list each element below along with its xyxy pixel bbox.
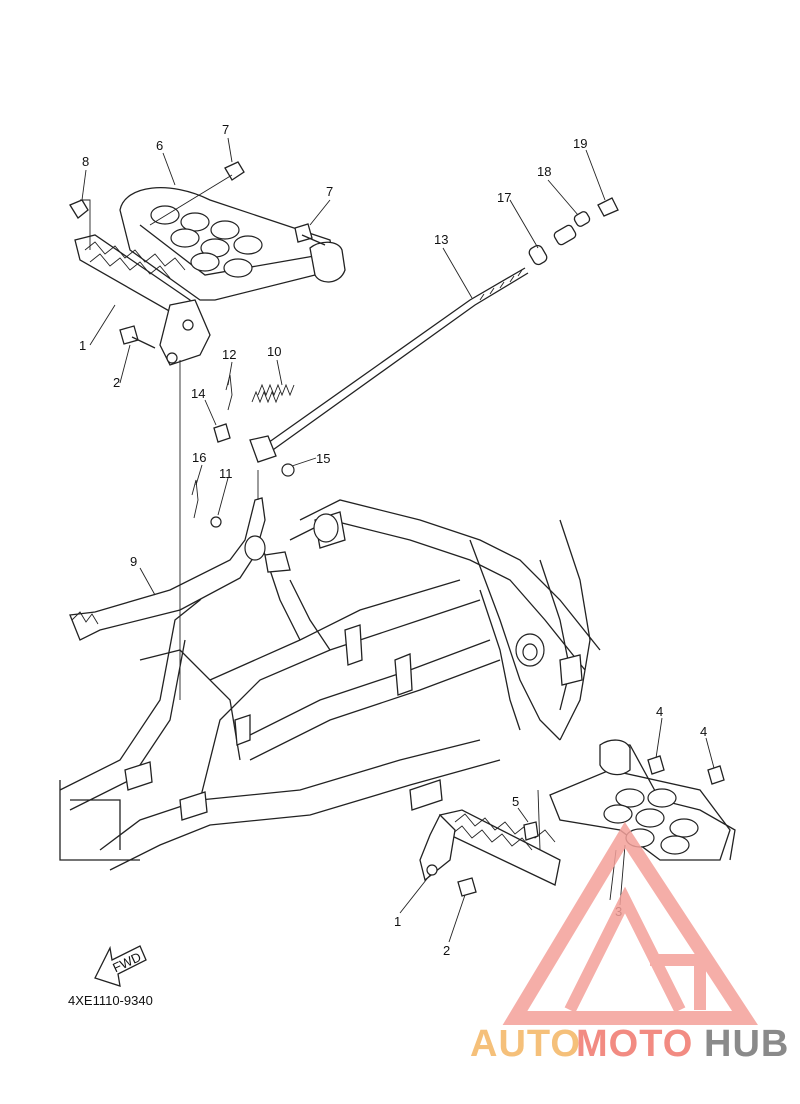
callout-17: 17 [497, 190, 511, 205]
watermark-g-icon [650, 954, 706, 1010]
callout-4-left: 4 [656, 704, 663, 719]
callout-12: 12 [222, 347, 236, 362]
right-footrest [419, 739, 736, 901]
fwd-arrow: FWD [94, 945, 147, 987]
callout-2-left: 2 [113, 375, 120, 390]
callout-8: 8 [82, 154, 89, 169]
callout-1-left: 1 [79, 338, 86, 353]
callout-6: 6 [156, 138, 163, 153]
hardware-upper [69, 161, 326, 349]
callout-7-right: 7 [326, 184, 333, 199]
callout-7-upper: 7 [222, 122, 229, 137]
callout-13: 13 [434, 232, 448, 247]
callout-15: 15 [316, 451, 330, 466]
callout-4-right: 4 [700, 724, 707, 739]
callout-2-right: 2 [443, 943, 450, 958]
watermark-text-moto: MOTO [576, 1023, 693, 1065]
watermark-text-auto: AUTO [470, 1023, 581, 1065]
callout-10: 10 [267, 344, 281, 359]
callout-11: 11 [219, 466, 233, 481]
callout-1-right: 1 [394, 914, 401, 929]
callout-labels: 8 7 6 7 19 18 17 13 1 2 12 10 14 15 16 1… [79, 122, 707, 958]
leader-lines [81, 137, 715, 943]
watermark-text: AUTO MOTO HUB [470, 1023, 789, 1065]
callout-5: 5 [512, 794, 519, 809]
callout-16: 16 [192, 450, 206, 465]
callout-9: 9 [130, 554, 137, 569]
watermark-m-icon [564, 886, 686, 1013]
left-footrest [74, 187, 346, 366]
watermark-text-hub: HUB [704, 1023, 789, 1065]
frame [59, 499, 601, 871]
callout-18: 18 [537, 164, 551, 179]
callout-19: 19 [573, 136, 587, 151]
brake-assembly [69, 197, 619, 700]
callout-14: 14 [191, 386, 205, 401]
watermark-triangle-icon [502, 821, 758, 1025]
watermark-logo [502, 821, 758, 1025]
fwd-label: FWD [110, 949, 143, 975]
diagram-part-code: 4XE1110-9340 [68, 993, 153, 1008]
